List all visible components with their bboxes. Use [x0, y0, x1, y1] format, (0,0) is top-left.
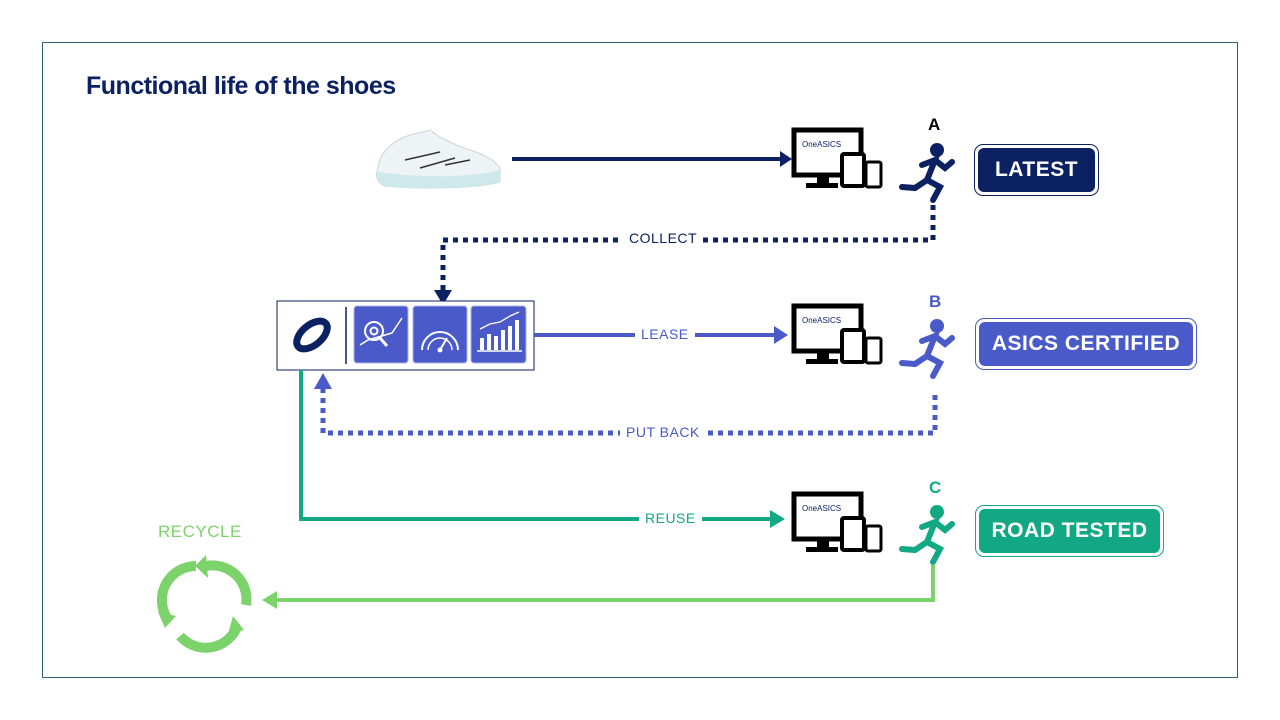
runner-icon-b — [899, 319, 955, 379]
collect-label: COLLECT — [623, 230, 704, 246]
magnify-analytics-icon — [353, 305, 409, 364]
badge-road-tested: ROAD TESTED — [975, 505, 1164, 557]
shoe-image — [376, 129, 501, 189]
badge-road-tested-label: ROAD TESTED — [979, 509, 1160, 553]
collect-path — [440, 205, 936, 292]
slide-frame — [42, 42, 1238, 678]
badge-latest: LATEST — [974, 144, 1099, 196]
bar-chart-icon — [470, 305, 527, 364]
badge-asics-certified: ASICS CERTIFIED — [975, 318, 1197, 370]
devices-b: OneASICS — [791, 303, 883, 365]
row-letter-a: A — [928, 115, 941, 134]
devices-c: OneASICS — [791, 491, 883, 553]
recycle-path — [275, 565, 935, 602]
runner-icon-c — [899, 505, 955, 565]
svg-text:OneASICS: OneASICS — [802, 140, 841, 149]
reuse-label: REUSE — [639, 510, 702, 526]
row-letter-c: C — [929, 478, 942, 497]
lease-label: LEASE — [635, 326, 695, 342]
put-back-label: PUT BACK — [620, 424, 706, 440]
svg-text:OneASICS: OneASICS — [802, 316, 841, 325]
devices-a: OneASICS — [791, 127, 883, 189]
row-letter-b: B — [929, 292, 942, 311]
page-title: Functional life of the shoes — [86, 72, 396, 100]
runner-icon-a — [899, 143, 955, 203]
hub-box — [276, 300, 535, 371]
recycle-icon — [156, 560, 252, 653]
recycle-label: RECYCLE — [152, 522, 248, 542]
badge-latest-label: LATEST — [978, 148, 1095, 192]
svg-text:OneASICS: OneASICS — [802, 504, 841, 513]
asics-logo-icon — [293, 317, 331, 353]
badge-asics-certified-label: ASICS CERTIFIED — [979, 322, 1193, 366]
speedometer-icon — [412, 305, 468, 364]
reuse-path — [299, 370, 772, 521]
